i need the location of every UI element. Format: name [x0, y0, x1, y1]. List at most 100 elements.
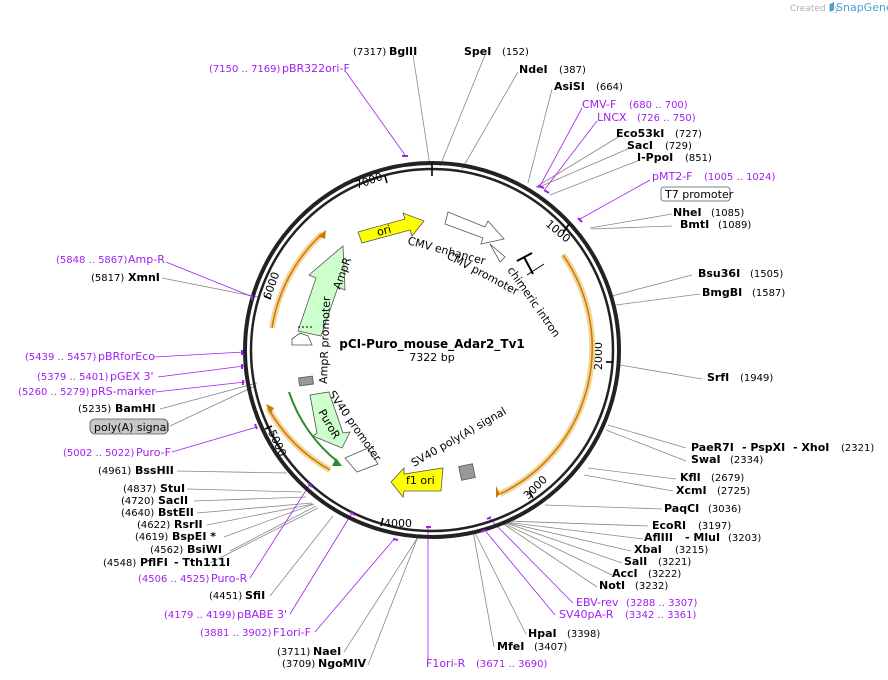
enzyme-name: NgoMIV: [318, 657, 367, 670]
feature-label: SV40 poly(A) signal: [409, 405, 509, 470]
enzyme-name: SacII: [158, 494, 188, 507]
enzyme-position: (2679): [711, 473, 744, 484]
primer-range: (4179 .. 4199): [164, 610, 236, 621]
primer-range: (3288 .. 3307): [626, 598, 698, 609]
enzyme-name: XbaI: [634, 543, 662, 556]
enzyme-name: BglII: [389, 45, 417, 58]
enzyme-position: (3222): [648, 569, 681, 580]
credit: Created by SnapGene: [790, 1, 888, 14]
primer-range: (5002 .. 5022): [63, 448, 135, 459]
enzyme-position: (7317): [353, 47, 386, 58]
enzyme-position: (2321): [841, 443, 874, 454]
enzyme-name: SalI: [624, 555, 647, 568]
enzyme-position: (1085): [711, 208, 744, 219]
enzyme-position: (4622): [137, 520, 170, 531]
enzyme-position: (3709): [282, 659, 315, 670]
enzyme-position: (729): [665, 141, 692, 152]
enzyme-position: (4619): [135, 532, 168, 543]
primer-leaders: [153, 71, 651, 660]
primer-name: Puro-R: [211, 572, 248, 585]
primer-range: (5848 .. 5867): [56, 255, 128, 266]
enzyme-name: PaqCI: [664, 502, 699, 515]
primer-range: (4506 .. 4525): [138, 574, 210, 585]
primer-name: pMT2-F: [652, 170, 693, 183]
primer-labels: (7150 .. 7169) pBR322ori-F CMV-F (680 ..…: [18, 62, 776, 670]
enzyme-name: HpaI: [528, 627, 557, 640]
orf-arrowheads: [266, 230, 504, 498]
enzyme-position: (4961): [98, 466, 131, 477]
enzyme-position: (1949): [740, 373, 773, 384]
enzyme-position: (3215): [675, 545, 708, 556]
enzyme-position: (4837): [123, 484, 156, 495]
enzyme-position: (4451): [209, 591, 242, 602]
primer-name: SV40pA-R: [559, 608, 614, 621]
enzyme-position: (152): [502, 47, 529, 58]
enzyme-position: (1505): [750, 269, 783, 280]
enzyme-position: (3036): [708, 504, 741, 515]
enzyme-position: (3197): [698, 521, 731, 532]
enzyme-position: (387): [559, 65, 586, 76]
tick-marks: [263, 163, 613, 527]
enzyme-name: BmtI: [680, 218, 709, 231]
primer-name: EBV-rev: [576, 596, 619, 609]
enzyme-name: BsiWI: [187, 543, 222, 556]
enzyme-position: (4548): [103, 558, 136, 569]
primer-range: (3671 .. 3690): [476, 659, 548, 670]
primer-marks: [241, 155, 583, 541]
primer-name: Puro-F: [136, 446, 171, 459]
enzyme-name: NheI: [673, 206, 702, 219]
enzyme-position: (1587): [752, 288, 785, 299]
feature-label: AmpR promoter: [317, 296, 333, 384]
enzyme-name: NdeI: [519, 63, 548, 76]
primer-range: (5260 .. 5279): [18, 387, 90, 398]
primer-range: (1005 .. 1024): [704, 172, 776, 183]
enzyme-position: (2725): [717, 486, 750, 497]
enzyme-name: SrfI: [707, 371, 729, 384]
enzyme-position: (3203): [728, 533, 761, 544]
enzyme-name: PaeR7I: [691, 441, 734, 454]
enzyme-position: (851): [685, 153, 712, 164]
tick-label: 7000: [354, 170, 385, 192]
enzyme-name: BssHII: [135, 464, 174, 477]
primer-name: F1ori-R: [426, 657, 466, 670]
orf-arcs: [265, 231, 596, 497]
primer-name: CMV-F: [582, 98, 616, 111]
primer-range: (680 .. 700): [629, 100, 688, 111]
enzyme-position: (3398): [567, 629, 600, 640]
enzyme-position: (3711): [277, 647, 310, 658]
feature-label: f1 ori: [406, 474, 435, 487]
enzyme-name: BmgBI: [702, 286, 742, 299]
enzyme-name: - XhoI: [793, 441, 829, 454]
enzyme-name: PflFI: [140, 556, 168, 569]
snapgene-icon: [830, 2, 834, 12]
enzyme-name: AsiSI: [554, 80, 585, 93]
enzyme-position: (5235): [78, 404, 111, 415]
primer-range: (7150 .. 7169): [209, 64, 281, 75]
feature-f1-ori: f1 ori: [390, 466, 444, 498]
enzyme-name: KflI: [680, 471, 701, 484]
feature-label: chimeric intron: [505, 264, 563, 339]
feature-ampr-promoter: AmpR promoter: [291, 296, 333, 384]
primer-name: pRS-marker: [91, 385, 156, 398]
enzyme-position: (4720): [121, 496, 154, 507]
enzyme-name: AflIII: [644, 531, 673, 544]
feature-label: ori: [375, 223, 392, 239]
t7-promoter-callout: T7 promoter: [660, 186, 734, 202]
enzyme-name: - PspXI: [742, 441, 785, 454]
enzyme-position: (1089): [718, 220, 751, 231]
enzyme-name: - Tth111I: [174, 556, 230, 569]
enzyme-position: (4640): [121, 508, 154, 519]
primer-range: (726 .. 750): [637, 113, 696, 124]
leader-lines: [159, 54, 703, 666]
enzyme-name: NaeI: [313, 645, 341, 658]
enzyme-name: XcmI: [676, 484, 707, 497]
enzyme-labels: (7317) BglII SpeI (152) NdeI (387) AsiSI…: [78, 45, 874, 670]
enzyme-name: SacI: [627, 139, 653, 152]
enzyme-position: (5817): [91, 273, 124, 284]
enzyme-position: (664): [596, 82, 623, 93]
enzyme-position: (3407): [534, 642, 567, 653]
enzyme-name: XmnI: [128, 271, 160, 284]
enzyme-name: RsrII: [174, 518, 203, 531]
primer-range: (5379 .. 5401): [37, 372, 109, 383]
